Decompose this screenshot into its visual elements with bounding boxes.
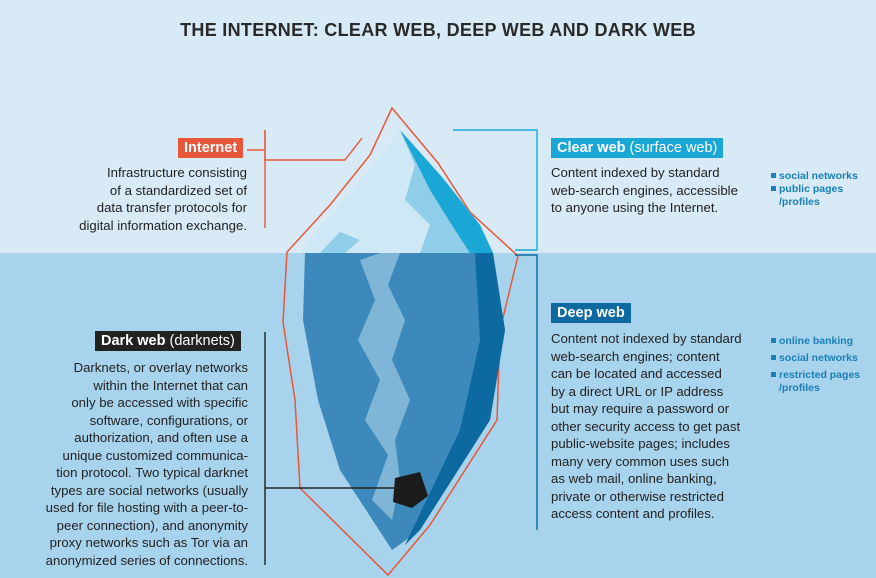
internet-outline: [282, 106, 519, 577]
list-item: /profiles: [779, 196, 820, 208]
internet-connector: [247, 130, 363, 161]
iceberg-deep-face: [405, 253, 505, 545]
list-item: public pages: [771, 183, 858, 196]
dark-web-description: Darknets, or overlay networks within the…: [45, 360, 248, 568]
list-item: social networks: [771, 352, 860, 365]
list-item: restricted pages: [771, 369, 860, 382]
deep-web-examples: online banking social networks restricte…: [771, 335, 860, 395]
page-title: THE INTERNET: CLEAR WEB, DEEP WEB AND DA…: [180, 20, 696, 40]
iceberg-crevice: [358, 253, 410, 520]
deep-web-label: Deep web: [551, 303, 631, 323]
list-item: /profiles: [779, 382, 820, 394]
internet-description: Infrastructure consisting of a standardi…: [79, 165, 247, 233]
list-item: online banking: [771, 335, 860, 348]
dark-web-block: [393, 472, 428, 508]
clear-web-connector: [453, 129, 538, 251]
list-item: social networks: [771, 170, 858, 183]
deep-web-description: Content not indexed by standard web-sear…: [551, 331, 742, 521]
clear-web-label: Clear web (surface web): [551, 138, 724, 158]
dark-web-label: Dark web (darknets): [95, 331, 241, 351]
clear-web-face: [400, 130, 493, 253]
clear-web-description: Content indexed by standard web-search e…: [551, 165, 738, 215]
clear-web-examples: social networks public pages /profiles: [771, 170, 858, 209]
internet-label: Internet: [178, 138, 244, 158]
deep-web-connector: [515, 254, 538, 530]
iceberg-tip-left-shade: [320, 232, 360, 253]
